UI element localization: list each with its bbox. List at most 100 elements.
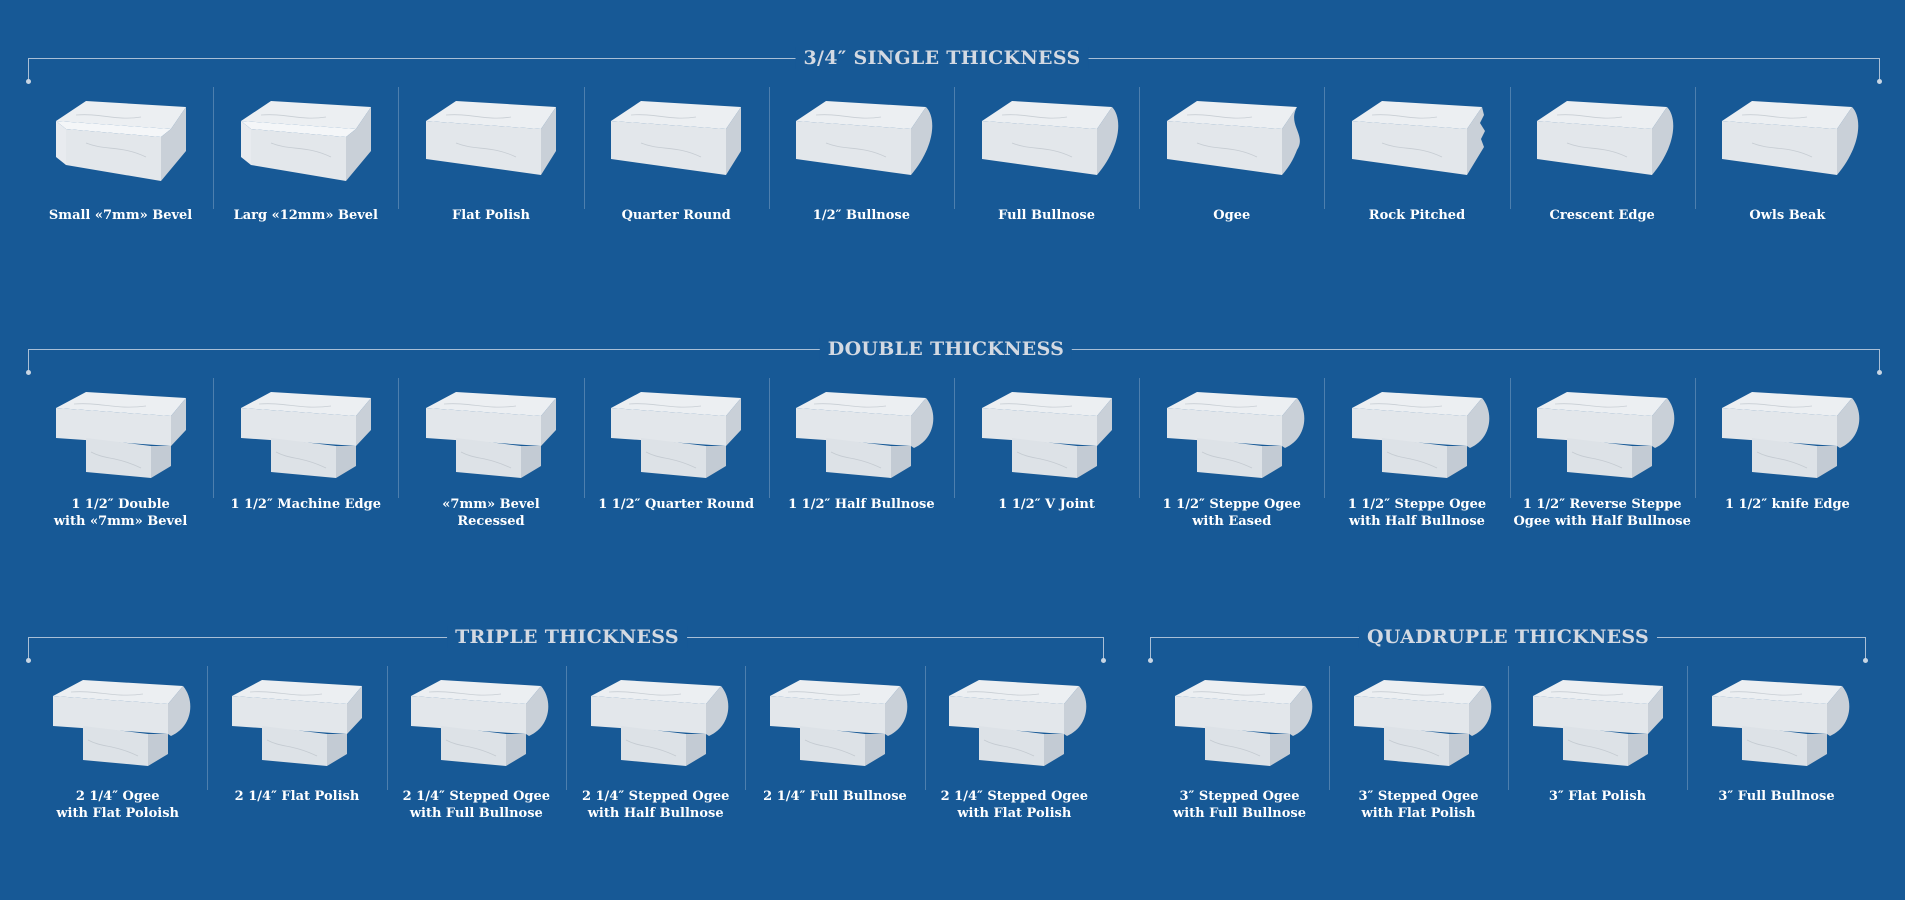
column-divider bbox=[566, 666, 567, 790]
edge-profile-image bbox=[1712, 386, 1862, 482]
profile-item-t-full-bullnose: 2 1/4″ Full Bullnose bbox=[745, 674, 924, 834]
profile-label: Owls Beak bbox=[1749, 208, 1826, 223]
edge-profile-image bbox=[1527, 386, 1677, 482]
column-divider bbox=[1694, 378, 1696, 498]
profile-item-half-bullnose: 1/2″ Bullnose bbox=[769, 95, 954, 255]
edge-profile-image bbox=[401, 674, 551, 770]
profile-item-q-stepped-full: 3″ Stepped Ogee with Full Bullnose bbox=[1150, 674, 1329, 834]
profile-item-quarter-round: Quarter Round bbox=[584, 95, 769, 255]
edge-profile-image bbox=[1523, 674, 1673, 770]
profile-label: 1/2″ Bullnose bbox=[812, 208, 910, 223]
column-divider bbox=[213, 87, 215, 209]
edge-profile-image bbox=[222, 674, 372, 770]
edge-profile-image bbox=[1342, 386, 1492, 482]
profile-item-q-flat: 3″ Flat Polish bbox=[1508, 674, 1687, 834]
column-divider bbox=[768, 378, 770, 498]
edge-profile-image bbox=[43, 674, 193, 770]
edge-profile-image bbox=[1527, 95, 1677, 191]
profile-label: Flat Polish bbox=[452, 208, 530, 223]
profile-item-t-stepped-full: 2 1/4″ Stepped Ogee with Full Bullnose bbox=[387, 674, 566, 834]
profile-label: 1 1/2″ Quarter Round bbox=[598, 497, 755, 512]
edge-profile-image bbox=[416, 95, 566, 191]
section-title: DOUBLE THICKNESS bbox=[819, 338, 1073, 360]
edge-profile-image bbox=[1165, 674, 1315, 770]
profile-label: 1 1/2″ Reverse Steppe Ogee with Half Bul… bbox=[1513, 497, 1691, 529]
edge-profile-image bbox=[786, 386, 936, 482]
edge-profile-image bbox=[231, 95, 381, 191]
profile-item-d-bevel: 1 1/2″ Double with «7mm» Bevel bbox=[28, 386, 213, 546]
profile-label: 3″ Stepped Ogee with Full Bullnose bbox=[1173, 789, 1306, 821]
edge-profile-image bbox=[1157, 386, 1307, 482]
profile-item-d-half-bullnose: 1 1/2″ Half Bullnose bbox=[769, 386, 954, 546]
section-title: 3/4″ SINGLE THICKNESS bbox=[795, 47, 1089, 69]
profile-label: 1 1/2″ Steppe Ogee with Half Bullnose bbox=[1347, 497, 1487, 529]
profile-item-d-knife: 1 1/2″ knife Edge bbox=[1695, 386, 1880, 546]
profile-label: 3″ Flat Polish bbox=[1548, 789, 1647, 804]
profile-item-q-full-bullnose: 3″ Full Bullnose bbox=[1687, 674, 1866, 834]
profile-label: 2 1/4″ Ogee with Flat Poloish bbox=[56, 789, 179, 821]
profile-item-ogee: Ogee bbox=[1139, 95, 1324, 255]
column-divider bbox=[954, 87, 955, 209]
section-bracket: DOUBLE THICKNESS bbox=[26, 338, 1882, 375]
section-bracket: TRIPLE THICKNESS bbox=[26, 626, 1106, 663]
profile-item-d-ogee-bullnose: 1 1/2″ Steppe Ogee with Half Bullnose bbox=[1324, 386, 1509, 546]
profile-label: Larg «12mm» Bevel bbox=[233, 208, 378, 223]
section-triple-thickness: TRIPLE THICKNESS 2 1/4″ Ogee with Flat P… bbox=[26, 626, 1106, 826]
column-divider bbox=[954, 378, 955, 498]
section-quadruple-thickness: QUADRUPLE THICKNESS 3″ Stepped Ogee with… bbox=[1148, 626, 1868, 826]
column-divider bbox=[1508, 666, 1509, 790]
section-bracket: QUADRUPLE THICKNESS bbox=[1148, 626, 1868, 663]
edge-profile-image bbox=[46, 386, 196, 482]
profile-item-flat: Flat Polish bbox=[398, 95, 583, 255]
profile-item-q-stepped-flat: 3″ Stepped Ogee with Flat Polish bbox=[1329, 674, 1508, 834]
profile-label: Crescent Edge bbox=[1549, 208, 1655, 223]
column-divider bbox=[1509, 87, 1511, 209]
profile-item-d-recessed: «7mm» Bevel Recessed bbox=[398, 386, 583, 546]
column-divider bbox=[398, 378, 400, 498]
edge-profile-image bbox=[46, 95, 196, 191]
profile-label: 3″ Full Bullnose bbox=[1718, 789, 1835, 804]
section-double-thickness: DOUBLE THICKNESS 1 1/2″ Double with «7mm… bbox=[26, 338, 1882, 538]
section-title: QUADRUPLE THICKNESS bbox=[1358, 626, 1658, 648]
profile-label: 1 1/2″ Machine Edge bbox=[230, 497, 382, 512]
edge-profile-image bbox=[601, 386, 751, 482]
column-divider bbox=[1139, 378, 1141, 498]
profile-label: 1 1/2″ V Joint bbox=[998, 497, 1095, 512]
column-divider bbox=[583, 378, 585, 498]
profile-item-d-ogee-eased: 1 1/2″ Steppe Ogee with Eased bbox=[1139, 386, 1324, 546]
profile-item-d-machine: 1 1/2″ Machine Edge bbox=[213, 386, 398, 546]
column-divider bbox=[1324, 378, 1326, 498]
column-divider bbox=[1509, 378, 1511, 498]
edge-profile-image bbox=[1712, 95, 1862, 191]
profile-list: 3″ Stepped Ogee with Full Bullnose 3″ Ste… bbox=[1150, 666, 1866, 854]
profile-label: Quarter Round bbox=[621, 208, 731, 223]
profile-item-rock-pitched: Rock Pitched bbox=[1324, 95, 1509, 255]
profile-item-t-ogee: 2 1/4″ Ogee with Flat Poloish bbox=[28, 674, 207, 834]
edge-profile-image bbox=[581, 674, 731, 770]
profile-label: 1 1/2″ Half Bullnose bbox=[788, 497, 935, 512]
profile-label: Rock Pitched bbox=[1368, 208, 1466, 223]
profile-label: 1 1/2″ knife Edge bbox=[1724, 497, 1850, 512]
column-divider bbox=[1694, 87, 1696, 209]
edge-profile-image bbox=[786, 95, 936, 191]
column-divider bbox=[1687, 666, 1688, 790]
edge-profile-image bbox=[416, 386, 566, 482]
column-divider bbox=[1329, 666, 1330, 790]
profile-item-full-bullnose: Full Bullnose bbox=[954, 95, 1139, 255]
profile-label: 2 1/4″ Full Bullnose bbox=[763, 789, 907, 804]
profile-label: Full Bullnose bbox=[998, 208, 1096, 223]
profile-item-d-quarter: 1 1/2″ Quarter Round bbox=[584, 386, 769, 546]
edge-profile-image bbox=[972, 386, 1122, 482]
section-title: TRIPLE THICKNESS bbox=[447, 626, 687, 648]
column-divider bbox=[924, 666, 926, 790]
profile-label: 2 1/4″ Stepped Ogee with Full Bullnose bbox=[402, 789, 551, 821]
column-divider bbox=[768, 87, 770, 209]
edge-profile-image bbox=[1344, 674, 1494, 770]
profile-label: 1 1/2″ Steppe Ogee with Eased bbox=[1162, 497, 1301, 529]
section-bracket: 3/4″ SINGLE THICKNESS bbox=[26, 47, 1882, 84]
edge-profile-image bbox=[1702, 674, 1852, 770]
profile-item-d-vjoint: 1 1/2″ V Joint bbox=[954, 386, 1139, 546]
